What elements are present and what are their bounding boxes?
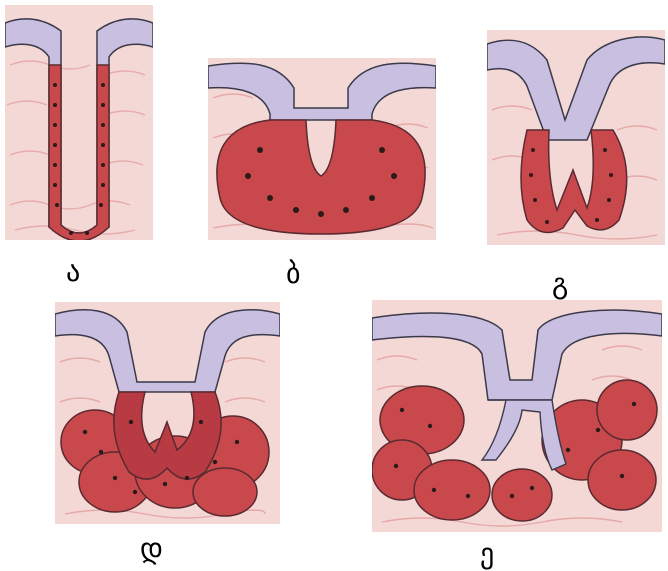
simple-tubular-gland-drawing (5, 5, 153, 240)
label-b: ბ (286, 260, 301, 288)
panel-c (487, 30, 665, 245)
compound-tubuloalveolar-gland-drawing (55, 302, 280, 524)
label-e: ე (480, 540, 494, 568)
panel-e (372, 300, 662, 532)
simple-alveolar-gland-drawing (208, 58, 436, 240)
panel-a (5, 5, 153, 240)
label-c: გ (552, 270, 568, 298)
panel-b (208, 58, 436, 240)
branched-tubular-gland-drawing (487, 30, 665, 245)
panel-d (55, 302, 280, 524)
label-d: დ (140, 535, 163, 563)
label-a: ა (66, 258, 80, 286)
compound-alveolar-gland-drawing (372, 300, 662, 532)
